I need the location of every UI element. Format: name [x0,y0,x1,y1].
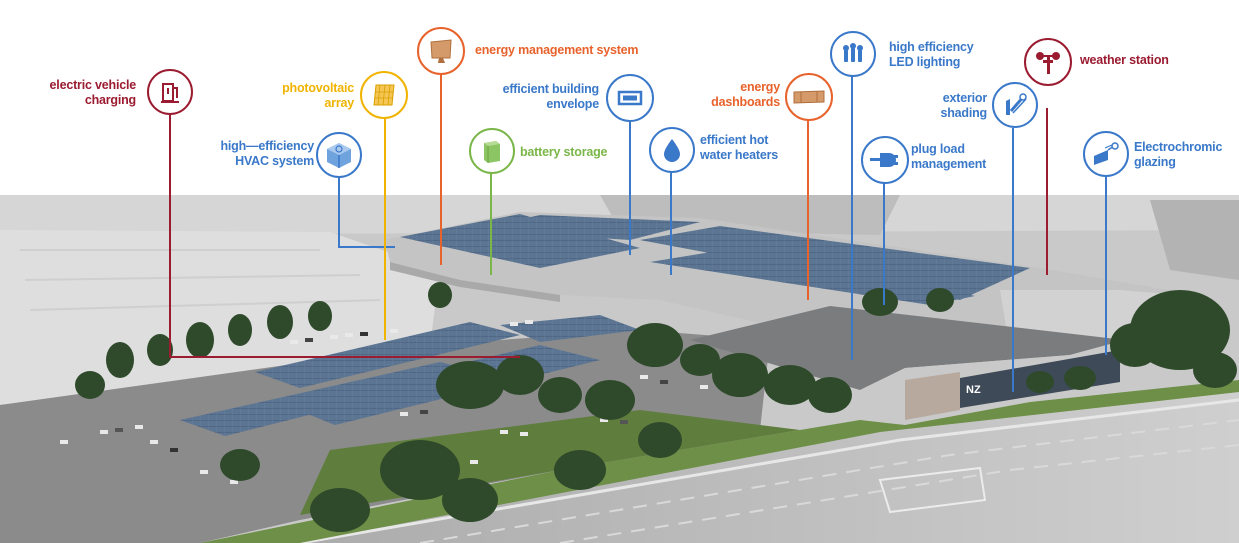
parked-cars [60,320,738,484]
label-building-envelope: efficient building envelope [502,82,600,111]
led-lights-icon [830,31,876,77]
label-electrochromic-glazing: Electrochromic glazing [1134,140,1223,169]
label-exterior-shading: exterior shading [940,91,987,120]
label-hvac: high—efficiency HVAC system [220,139,314,168]
building-envelope-icon [606,74,654,122]
leader-line-hvac [338,177,395,248]
hvac-unit-icon [316,132,362,178]
monitor-icon [417,27,465,75]
dashboard-bar-icon [785,73,833,121]
weather-station-icon [1024,38,1072,86]
label-hot-water: efficient hot water heaters [700,133,778,162]
carport-solar-canopy [255,322,520,388]
trees [75,282,1237,532]
label-battery-storage: battery storage [520,145,608,159]
plug-icon [861,136,909,184]
label-weather-station: weather station [1080,53,1169,67]
building-sign: NZ [966,384,981,396]
label-led-lighting: high efficiency LED lighting [889,40,974,69]
label-plug-load: plug load management [911,142,987,171]
glazing-icon [1083,131,1129,177]
leader-line-ev [169,114,520,358]
parking-lot [0,330,770,543]
label-photovoltaic: photovoltaic array [282,81,354,110]
water-drop-icon [649,127,695,173]
label-energy-management: energy management system [475,43,639,57]
label-energy-dashboards: energy dashboards [711,80,780,109]
rooftop-solar-array [400,214,640,268]
shading-icon [992,82,1038,128]
solar-panel-icon [360,71,408,119]
battery-icon [469,128,515,174]
ev-charger-icon [147,69,193,115]
label-ev-charging: electric vehicle charging [49,78,137,107]
